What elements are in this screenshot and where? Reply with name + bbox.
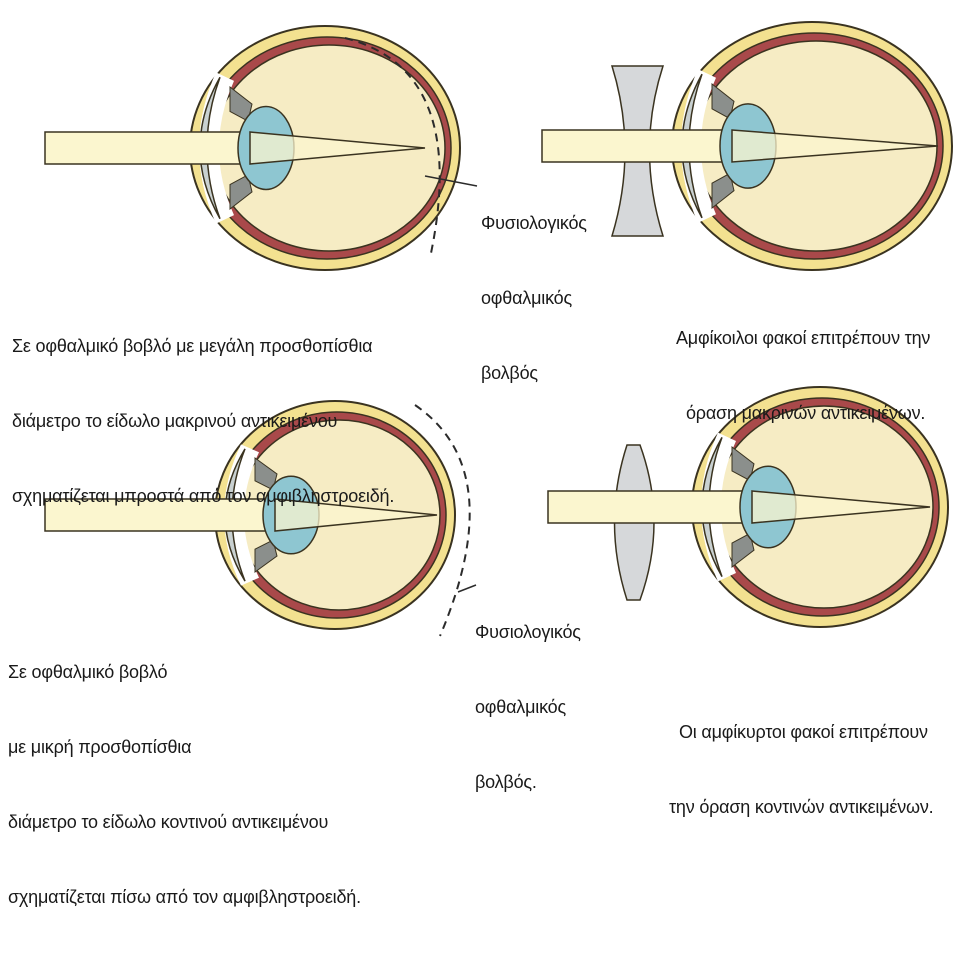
light-beam — [542, 130, 728, 162]
hyperopia-caption: Σε οφθαλμικό βοβλό με μικρή προσθοπίσθια… — [8, 610, 361, 960]
label-line: βολβός — [481, 361, 587, 386]
caption-line: με μικρή προσθοπίσθια — [8, 735, 361, 760]
eye-concave-corrected — [542, 22, 952, 270]
light-beam — [45, 132, 246, 164]
caption-line: Οι αμφίκυρτοι φακοί επιτρέπουν — [669, 720, 933, 745]
normal-eyeball-label-top: Φυσιολογικός οφθαλμικός βολβός — [481, 161, 587, 436]
myopia-caption: Σε οφθαλμικό βοβλό με μεγάλη προσθοπίσθι… — [12, 284, 394, 559]
caption-line: την όραση κοντινών αντικειμένων. — [669, 795, 933, 820]
caption-line: σχηματίζεται μπροστά από τον αμφιβληστρο… — [12, 484, 394, 509]
caption-line: Αμφίκοιλοι φακοί επιτρέπουν την — [676, 326, 930, 351]
label-line: βολβός. — [475, 770, 581, 795]
label-line: Φυσιολογικός — [481, 211, 587, 236]
label-line: οφθαλμικός — [481, 286, 587, 311]
label-leader-line — [458, 585, 476, 592]
caption-line: διάμετρο το είδωλο κοντινού αντικειμένου — [8, 810, 361, 835]
eye-myopia — [45, 26, 460, 270]
caption-line: όραση μακρινών αντικειμένων. — [676, 401, 930, 426]
label-line: Φυσιολογικός — [475, 620, 581, 645]
caption-line: Σε οφθαλμικό βοβλό — [8, 660, 361, 685]
concave-lens-caption: Αμφίκοιλοι φακοί επιτρέπουν την όραση μα… — [676, 276, 930, 476]
caption-line: διάμετρο το είδωλο μακρινού αντικειμένου — [12, 409, 394, 434]
convex-lens-caption: Οι αμφίκυρτοι φακοί επιτρέπουν την όραση… — [669, 670, 933, 870]
light-beam — [548, 491, 748, 523]
caption-line: Σε οφθαλμικό βοβλό με μεγάλη προσθοπίσθι… — [12, 334, 394, 359]
eye-diagram: Φυσιολογικός οφθαλμικός βολβός Φυσιολογι… — [0, 0, 974, 725]
label-line: οφθαλμικός — [475, 695, 581, 720]
normal-eyeball-label-bottom: Φυσιολογικός οφθαλμικός βολβός. — [475, 570, 581, 845]
caption-line: σχηματίζεται πίσω από τον αμφιβληστροειδ… — [8, 885, 361, 910]
